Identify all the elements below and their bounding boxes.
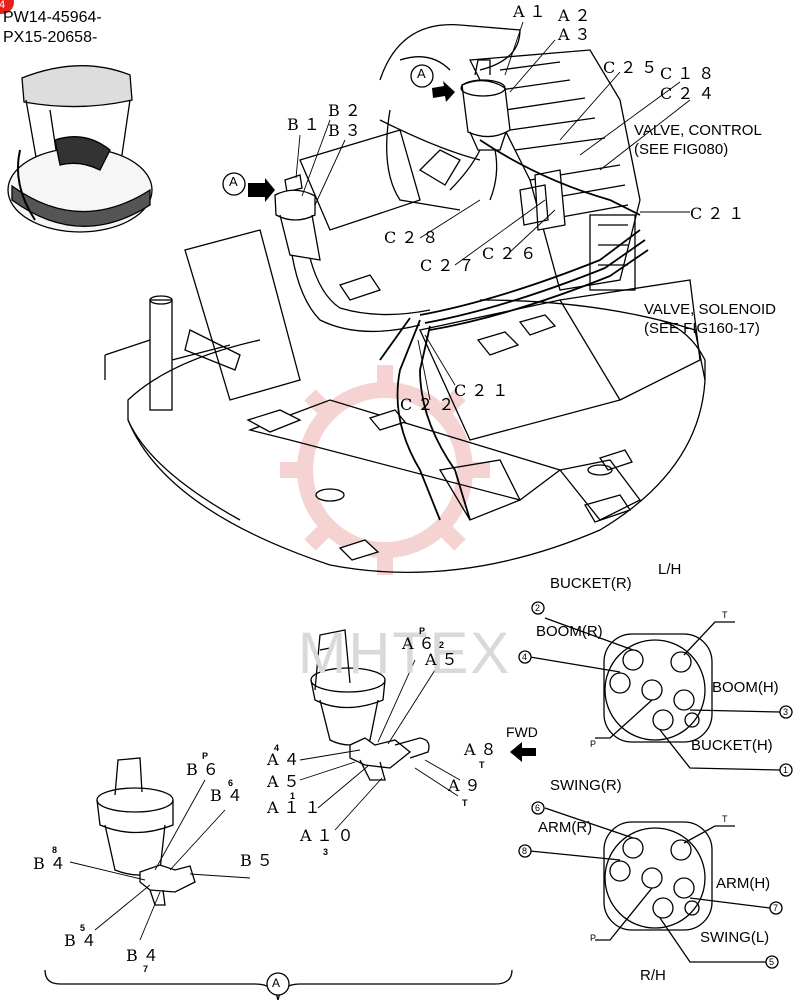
rh-port-pattern	[518, 801, 783, 969]
callout-b4-top: B４	[210, 786, 248, 805]
callout-a5-right: A５	[425, 650, 463, 669]
callout-a11: A１１	[267, 798, 326, 817]
callout-c26: C２６	[482, 244, 542, 263]
rh-port-t: T	[722, 814, 728, 824]
view-a-circle	[410, 64, 434, 88]
lh-port-1: 1	[783, 765, 789, 775]
view-a-marker-left: A	[229, 174, 238, 189]
callout-a4: A４	[267, 750, 305, 769]
callout-a10: A１０	[300, 826, 359, 845]
lh-port-p: P	[590, 739, 597, 749]
swing-frame-plate	[104, 129, 706, 574]
callout-a1: A１	[513, 2, 551, 21]
port-mark-b4-8: 8	[52, 845, 58, 855]
port-mark-a4: 4	[274, 743, 280, 753]
port-mark-a10: 3	[323, 847, 329, 857]
port-mark-b4-5: 5	[80, 923, 86, 933]
rh-title: R/H	[640, 967, 666, 984]
view-arrow-icon	[248, 81, 455, 202]
lh-label-bucket-h: BUCKET(H)	[691, 737, 773, 754]
view-a-circle	[222, 172, 246, 196]
lh-label-boom-h: BOOM(H)	[712, 679, 779, 696]
pilot-valve-b	[274, 174, 431, 333]
callout-b4-left: B４	[33, 854, 71, 873]
fwd-label: FWD	[506, 724, 538, 740]
view-a-marker-top: A	[417, 66, 426, 81]
callout-b2: B２	[328, 101, 366, 120]
machine-thumbnail	[7, 65, 153, 233]
serial-range-2: PX15-20658-	[3, 29, 98, 46]
lh-label-boom-r: BOOM(R)	[536, 623, 603, 640]
lh-port-4: 4	[522, 652, 528, 662]
rh-port-8: 8	[522, 846, 528, 856]
callout-a2: A２	[558, 6, 596, 25]
watermark-text: MHTEX	[298, 621, 511, 686]
callout-a8: A８	[464, 740, 502, 759]
rh-port-5: 5	[769, 957, 775, 967]
note-valve-solenoid-ref: (SEE FIG160-17)	[644, 320, 760, 337]
view-a-marker-bracket: A	[272, 976, 281, 990]
rh-label-arm-h: ARM(H)	[716, 875, 771, 892]
control-valve-bank	[468, 49, 641, 291]
rh-port-7: 7	[773, 903, 779, 913]
port-mark-a6-p: P	[419, 626, 426, 636]
callout-a5: A５	[267, 772, 305, 791]
pilot-valve-a-upper	[449, 59, 511, 201]
hose-harness	[379, 139, 649, 521]
port-mark-b6: P	[202, 751, 209, 761]
lh-title: L/H	[658, 561, 682, 578]
callout-c25: C２５	[603, 58, 663, 77]
view-a-circle	[266, 972, 290, 996]
rh-label-swing-r: SWING(R)	[550, 777, 622, 794]
callout-a6: A６	[402, 634, 440, 653]
lh-port-2: 2	[535, 603, 541, 613]
rh-port-p: P	[590, 933, 597, 943]
pilot-valve-view-a-lh	[96, 757, 196, 906]
port-mark-b4-7: 7	[143, 964, 149, 974]
callout-c28: C２８	[384, 228, 444, 247]
lh-port-t: T	[722, 610, 728, 620]
lh-label-bucket-r: BUCKET(R)	[550, 575, 632, 592]
callout-c27: C２７	[420, 256, 480, 275]
port-mark-b4-6: 6	[228, 778, 234, 788]
port-mark-a11: 1	[290, 791, 296, 801]
pilot-valve-view-a-rh	[310, 629, 430, 781]
rh-label-arm-r: ARM(R)	[538, 819, 593, 836]
port-mark-a6: 2	[439, 640, 445, 650]
note-valve-control-ref: (SEE FIG080)	[634, 141, 729, 158]
leader-lines	[295, 21, 691, 401]
operator-cab-frame	[379, 23, 521, 211]
callout-b4-bottom: B４	[64, 931, 102, 950]
port-mark-a8: T	[479, 760, 485, 770]
lh-port-3: 3	[783, 707, 789, 717]
callout-a9: A９	[448, 776, 486, 795]
fwd-arrow-icon	[510, 742, 536, 762]
callout-b6: B６	[186, 760, 224, 779]
callout-b1: B１	[287, 115, 325, 134]
callout-c21-right: C２１	[690, 204, 750, 223]
port-mark-a9: T	[462, 798, 468, 808]
callout-a3: A３	[558, 25, 596, 44]
rh-port-6: 6	[535, 803, 541, 813]
rh-label-swing-l: SWING(L)	[700, 929, 770, 946]
callout-c18: C１８	[660, 64, 720, 83]
callout-c24: C２４	[660, 84, 720, 103]
callout-b4-lowest: B４	[126, 946, 164, 965]
lh-port-pattern	[518, 601, 793, 777]
callout-c21-lower: C２１	[454, 381, 514, 400]
callout-c22: C２２	[400, 395, 460, 414]
watermark-gear-icon	[280, 365, 490, 575]
callout-b5: B５	[240, 851, 278, 870]
callout-b3: B３	[328, 121, 366, 140]
leader-lines-view-a	[69, 659, 461, 941]
note-valve-control: VALVE, CONTROL	[634, 122, 762, 139]
serial-range-1: PW14-45964-	[3, 9, 102, 26]
note-valve-solenoid: VALVE, SOLENOID	[644, 301, 776, 318]
